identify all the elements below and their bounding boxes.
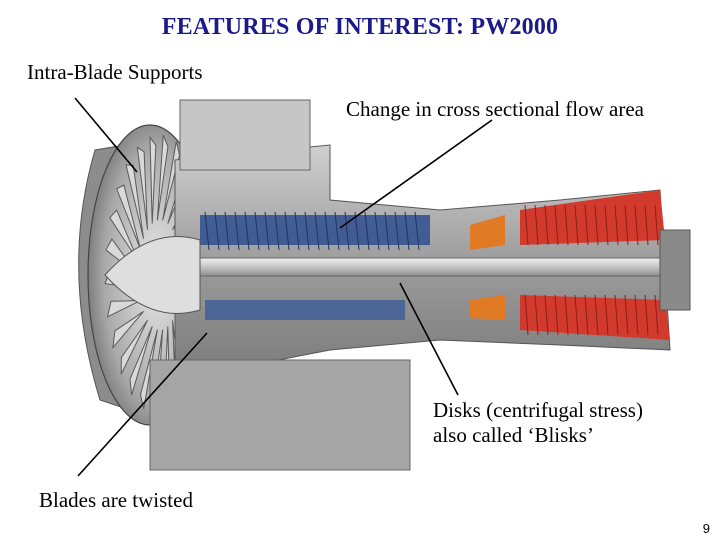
label-intra-blade-supports: Intra-Blade Supports (27, 60, 203, 84)
compressor-stage-line (224, 211, 230, 251)
page-number: 9 (702, 521, 710, 536)
compressor-stage-line (304, 211, 310, 251)
compressor-stage-line (324, 211, 330, 251)
turbine-stage-line (644, 204, 649, 246)
turbine-stage-line (614, 204, 619, 246)
compressor-stage-line (294, 211, 300, 251)
pointer-intra-blade (74, 97, 138, 173)
turbine-stage-line (584, 294, 589, 336)
compressor-stage-line (334, 211, 340, 251)
compressor-stage-line (344, 211, 350, 251)
turbine-stage-line (524, 294, 529, 336)
pointer-disks (399, 282, 459, 396)
turbine-stage-line (584, 204, 589, 246)
turbine-stage-line (554, 204, 559, 246)
compressor-stage-line (264, 211, 270, 251)
compressor-stage-line (404, 211, 410, 251)
turbine-stage-line (654, 294, 659, 336)
label-disks: Disks (centrifugal stress) also called ‘… (433, 398, 643, 448)
fan-blade (136, 146, 149, 230)
label-disks-line2: also called ‘Blisks’ (433, 423, 594, 447)
compressor-stage-line (374, 211, 380, 251)
compressor-stage-line (414, 211, 420, 251)
engine-shaft (169, 257, 671, 277)
compressor-stage-line (204, 211, 210, 251)
turbine-stage-line (544, 294, 549, 336)
turbine-stage-line (544, 204, 549, 246)
exhaust-nozzle (659, 229, 691, 311)
fan-blade (125, 164, 145, 239)
turbine-stage-line (564, 204, 569, 246)
turbine-stage-line (624, 204, 629, 246)
turbine-stage-line (534, 294, 539, 336)
compressor-stage-line (284, 211, 290, 251)
turbine-stage-line (634, 204, 639, 246)
nose-cone (104, 236, 201, 314)
compressor-stage-line (254, 211, 260, 251)
label-blades-twisted: Blades are twisted (39, 488, 193, 512)
turbine-stage-line (594, 204, 599, 246)
turbine-stage-line (654, 204, 659, 246)
label-disks-line1: Disks (centrifugal stress) (433, 398, 643, 422)
compressor-stage-line (364, 211, 370, 251)
turbine-stage-line (644, 294, 649, 336)
fan-blade (156, 135, 169, 221)
compressor-section (200, 211, 430, 320)
pointer-blades-twisted (77, 332, 208, 477)
compressor-stage-line (214, 211, 220, 251)
compressor-stage-line (244, 211, 250, 251)
turbine-stage-line (574, 204, 579, 246)
pointer-lines (74, 97, 493, 477)
turbine-stage-line (524, 204, 529, 246)
turbine-stage-line (534, 204, 539, 246)
compressor-stage-line (354, 211, 360, 251)
fan-blade (106, 300, 141, 318)
turbine-stage-line (594, 294, 599, 336)
turbine-stage-line (554, 294, 559, 336)
turbine-stage-line (604, 204, 609, 246)
turbine-section (520, 190, 670, 340)
turbine-stage-line (604, 294, 609, 336)
compressor-stage-line (314, 211, 320, 251)
fan-blade (129, 326, 153, 396)
slide-title: FEATURES OF INTEREST: PW2000 (161, 14, 559, 40)
compressor-stage-line (394, 211, 400, 251)
label-flow-area: Change in cross sectional flow area (346, 97, 644, 121)
combustor (470, 215, 505, 320)
fan-blade (112, 311, 144, 350)
turbine-stage-line (614, 294, 619, 336)
compressor-stage-line (234, 211, 240, 251)
compressor-stage-line (274, 211, 280, 251)
turbine-stage-line (624, 294, 629, 336)
fan-blade (120, 319, 148, 375)
fan-blade (109, 209, 140, 263)
pointer-flow-area (339, 119, 493, 229)
compressor-stage-line (384, 211, 390, 251)
turbine-stage-line (564, 294, 569, 336)
fan-blade (149, 135, 157, 224)
turbine-stage-line (634, 294, 639, 336)
fan-blade (116, 184, 142, 250)
turbine-stage-line (574, 294, 579, 336)
